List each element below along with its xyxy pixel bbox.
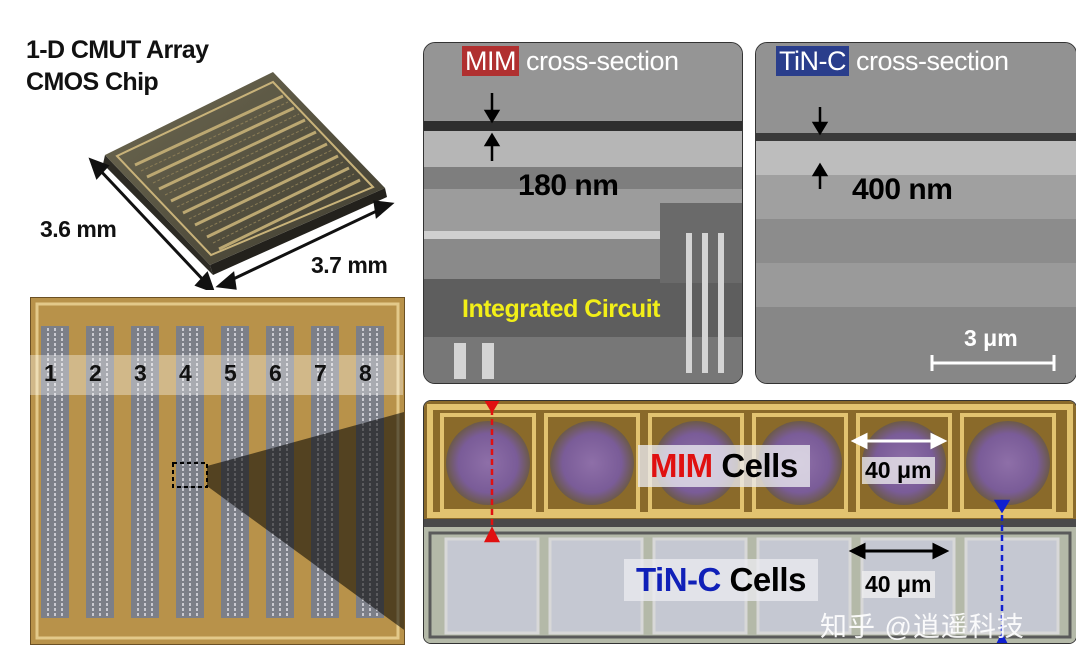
tinc-cells-suffix: Cells [720,561,807,598]
integrated-circuit-label: Integrated Circuit [462,295,660,323]
tinc-pitch-label: 40 μm [862,571,935,598]
mim-tag: MIM [462,46,519,76]
title-line-1: 1-D CMUT Array [26,36,209,64]
chip-3d-image [88,72,395,290]
column-label-band [30,355,403,395]
tinc-gap-measure: 400 nm [852,173,953,206]
mim-cell-frame [440,413,536,513]
mim-gap-measure: 180 nm [518,169,619,202]
column-label: 2 [89,360,102,386]
mim-pitch-label: 40 μm [862,457,935,484]
chip-width-label: 3.6 mm [40,216,117,242]
column-label: 3 [134,360,147,386]
column-label: 4 [179,360,192,386]
mim-cell-frame [856,413,952,513]
mim-sem-image [424,43,742,383]
scale-bar-label: 3 μm [964,325,1018,351]
mim-cells-label: MIM Cells [638,445,810,487]
column-label: 8 [359,360,372,386]
watermark: 知乎 @逍遥科技 [820,612,1025,642]
cells-micrograph: MIM Cells TiN-C Cells 40 μm 40 μm [423,400,1076,644]
mim-cross-section-text: cross-section [518,46,679,76]
array-layout-micrograph [30,297,405,645]
column-label: 6 [269,360,282,386]
mim-cross-section-title: MIM cross-section [462,46,679,77]
mim-cells-suffix: Cells [712,447,798,484]
mim-sem-panel: MIM cross-section 180 nm Integrated Circ… [423,42,743,384]
tinc-cells-prefix: TiN-C [636,561,721,598]
title-line-2: CMOS Chip [26,68,159,96]
chip-title: 1-D CMUT Array CMOS Chip [26,34,209,98]
tinc-cell [444,537,540,635]
array-layout-drawing [31,298,404,644]
tinc-tag: TiN-C [776,46,849,76]
tinc-cross-section-title: TiN-C cross-section [776,46,1009,77]
tinc-sem-image [756,43,1076,383]
mim-cell [446,421,530,505]
tinc-cell [964,537,1060,635]
mim-cell [966,421,1050,505]
column-label: 7 [314,360,327,386]
tinc-cells-label: TiN-C Cells [624,559,818,601]
mim-cells-prefix: MIM [650,447,713,484]
tinc-sem-panel: TiN-C cross-section 400 nm 3 μm [755,42,1076,384]
mim-cell [550,421,634,505]
mim-cell-frame [960,413,1056,513]
column-label: 1 [44,360,57,386]
tinc-cross-section-text: cross-section [848,46,1009,76]
column-label: 5 [224,360,237,386]
chip-depth-label: 3.7 mm [311,252,388,278]
